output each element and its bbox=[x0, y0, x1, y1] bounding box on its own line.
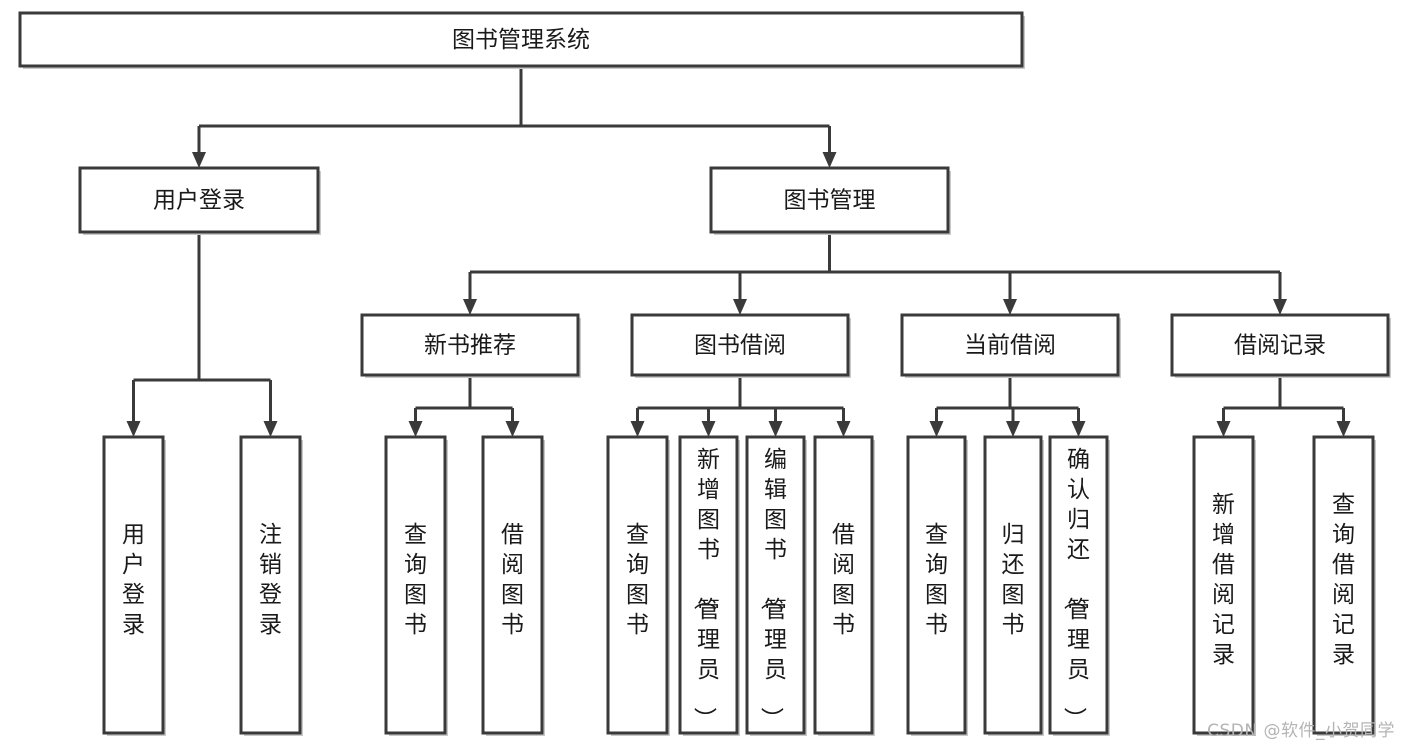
node-label: 图书管理 bbox=[784, 188, 876, 214]
node-label: 编辑图书（管理员） bbox=[758, 447, 787, 730]
csdn-watermark: CSDN @软件_小贺同学 bbox=[1207, 721, 1395, 741]
arrow-head bbox=[1006, 421, 1020, 437]
arrow-head bbox=[836, 421, 851, 437]
node-box[interactable] bbox=[745, 435, 806, 735]
node-label: 查询图书 bbox=[626, 522, 649, 638]
arrow-head bbox=[1003, 299, 1017, 315]
node-borrow-add-book[interactable]: 新增图书（管理员） bbox=[678, 435, 740, 736]
node-box[interactable] bbox=[906, 435, 967, 735]
arrow-head bbox=[1071, 421, 1086, 437]
node-label: 归还图书 bbox=[1002, 522, 1025, 638]
node-box[interactable] bbox=[1312, 435, 1375, 735]
node-label: 用户登录 bbox=[153, 188, 245, 214]
node-box[interactable] bbox=[18, 11, 1024, 68]
node-box[interactable] bbox=[102, 435, 165, 735]
node-user-login[interactable]: 用户登录 bbox=[78, 166, 321, 235]
node-box[interactable] bbox=[813, 435, 874, 735]
node-box[interactable] bbox=[606, 435, 669, 735]
node-label: 借阅图书 bbox=[832, 522, 855, 638]
node-box[interactable] bbox=[1170, 313, 1390, 377]
node-new-book-recommend[interactable]: 新书推荐 bbox=[360, 313, 581, 378]
node-label: 借阅图书 bbox=[501, 522, 524, 638]
node-recommend-borrow-book[interactable]: 借阅图书 bbox=[481, 435, 545, 736]
node-records-query[interactable]: 查询借阅记录 bbox=[1312, 435, 1376, 736]
arrow-head bbox=[929, 421, 944, 437]
arrow-head bbox=[126, 421, 141, 437]
arrow-head bbox=[263, 421, 278, 437]
node-label: 新增图书（管理员） bbox=[691, 447, 720, 730]
node-box[interactable] bbox=[630, 313, 850, 377]
node-borrow-records[interactable]: 借阅记录 bbox=[1170, 313, 1391, 378]
arrow-head bbox=[1336, 421, 1351, 437]
node-label: 借阅记录 bbox=[1234, 333, 1326, 359]
node-borrow-query-book[interactable]: 查询图书 bbox=[606, 435, 670, 736]
node-box[interactable] bbox=[1048, 435, 1109, 735]
node-user-logout[interactable]: 注销登录 bbox=[239, 435, 303, 736]
node-label: 确认归还（管理员） bbox=[1061, 447, 1090, 730]
node-current-borrow[interactable]: 当前借阅 bbox=[900, 313, 1121, 378]
node-borrow-borrow-book[interactable]: 借阅图书 bbox=[813, 435, 875, 736]
node-records-add[interactable]: 新增借阅记录 bbox=[1192, 435, 1256, 736]
node-current-confirm-return[interactable]: 确认归还（管理员） bbox=[1048, 435, 1110, 736]
node-root[interactable]: 图书管理系统 bbox=[18, 11, 1025, 69]
node-current-query-book[interactable]: 查询图书 bbox=[906, 435, 968, 736]
node-box[interactable] bbox=[239, 435, 302, 735]
node-box[interactable] bbox=[709, 166, 950, 234]
node-box[interactable] bbox=[678, 435, 739, 735]
arrow-head bbox=[505, 421, 520, 437]
node-label: 当前借阅 bbox=[964, 333, 1056, 359]
arrow-head bbox=[463, 299, 477, 315]
node-box[interactable] bbox=[384, 435, 447, 735]
node-box[interactable] bbox=[360, 313, 580, 377]
node-label: 查询借阅记录 bbox=[1332, 492, 1355, 668]
arrow-head bbox=[701, 421, 716, 437]
node-label: 图书管理系统 bbox=[452, 27, 590, 53]
arrow-head bbox=[408, 421, 423, 437]
node-book-manage[interactable]: 图书管理 bbox=[709, 166, 951, 235]
node-label: 新书推荐 bbox=[424, 333, 516, 359]
node-current-return-book[interactable]: 归还图书 bbox=[983, 435, 1044, 736]
node-label: 用户登录 bbox=[122, 522, 145, 638]
node-box[interactable] bbox=[983, 435, 1043, 735]
node-box[interactable] bbox=[481, 435, 544, 735]
node-label: 查询图书 bbox=[925, 522, 948, 638]
node-book-borrow[interactable]: 图书借阅 bbox=[630, 313, 851, 378]
node-box[interactable] bbox=[900, 313, 1120, 377]
node-box[interactable] bbox=[1192, 435, 1255, 735]
node-label: 图书借阅 bbox=[694, 333, 786, 359]
connector-layer bbox=[126, 66, 1351, 437]
arrow-head bbox=[768, 421, 783, 437]
node-label: 注销登录 bbox=[259, 522, 282, 638]
node-recommend-query-book[interactable]: 查询图书 bbox=[384, 435, 448, 736]
node-user-login-do[interactable]: 用户登录 bbox=[102, 435, 166, 736]
arrow-head bbox=[630, 421, 645, 437]
arrow-head bbox=[822, 152, 837, 168]
arrow-head bbox=[192, 152, 206, 168]
node-box[interactable] bbox=[78, 166, 320, 234]
node-borrow-edit-book[interactable]: 编辑图书（管理员） bbox=[745, 435, 807, 736]
node-label: 新增借阅记录 bbox=[1212, 492, 1235, 668]
node-label: 查询图书 bbox=[404, 522, 427, 638]
arrow-head bbox=[1216, 421, 1231, 437]
arrow-head bbox=[733, 299, 747, 315]
arrow-head bbox=[1273, 299, 1287, 315]
node-layer: 图书管理系统用户登录用户登录注销登录图书管理新书推荐查询图书借阅图书图书借阅查询… bbox=[18, 11, 1391, 736]
